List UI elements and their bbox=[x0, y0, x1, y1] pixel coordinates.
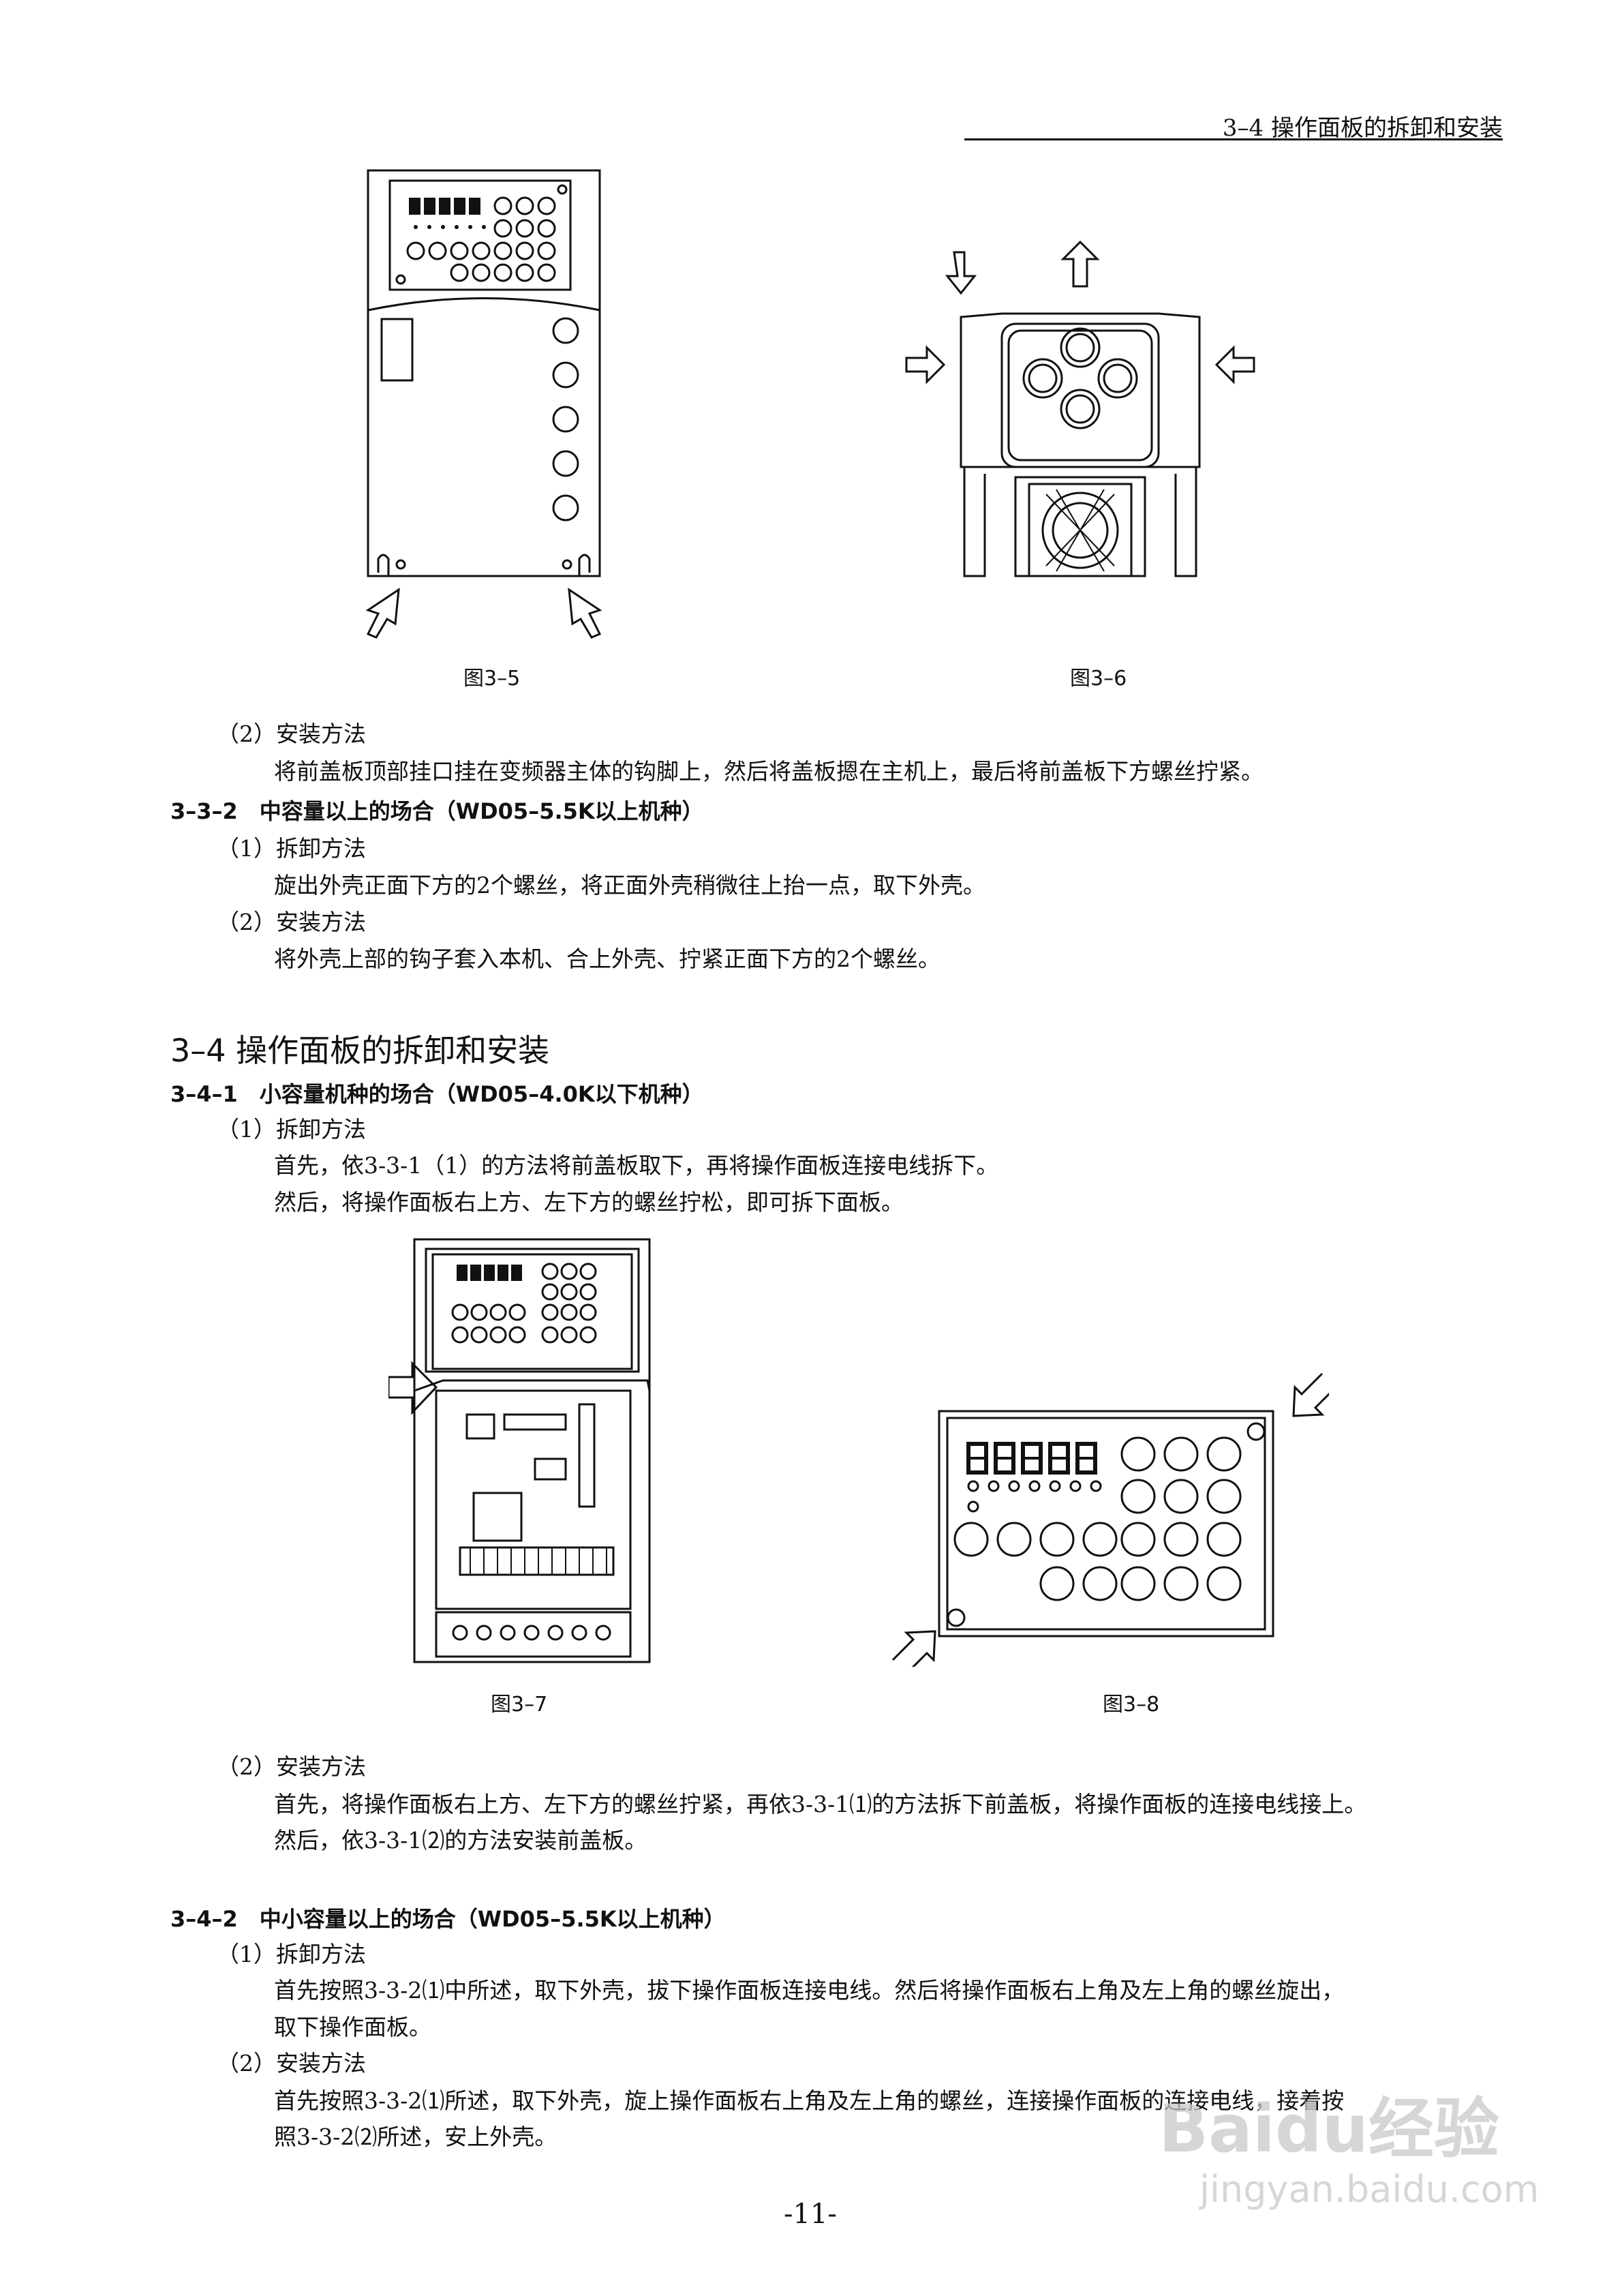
remove-method-line-1: 首先按照3-3-2⑴中所述，取下外壳，拔下操作面板连接电线。然后将操作面板右上角… bbox=[274, 1977, 1345, 2004]
remove-method-title: （1）拆卸方法 bbox=[217, 835, 366, 862]
install-method-text: 将外壳上部的钩子套入本机、合上外壳、拧紧正面下方的2个螺丝。 bbox=[274, 946, 940, 972]
figure-3-8-drawing bbox=[891, 1372, 1329, 1667]
install-method-title: （2）安装方法 bbox=[217, 2050, 366, 2076]
install-method-title: （2）安装方法 bbox=[217, 909, 366, 935]
section-3-4-1-heading: 3–4–1 小容量机种的场合（WD05–4.0K以下机种） bbox=[170, 1081, 704, 1107]
remove-method-line-2: 然后，将操作面板右上方、左下方的螺丝拧松，即可拆下面板。 bbox=[274, 1189, 904, 1215]
figure-3-8-caption: 图3–8 bbox=[1103, 1693, 1160, 1717]
header-rule bbox=[964, 138, 1503, 140]
install-method-title: （2）安装方法 bbox=[217, 721, 366, 747]
running-header: 3–4 操作面板的拆卸和安装 bbox=[1222, 115, 1503, 142]
page-number: -11- bbox=[784, 2199, 837, 2230]
install-method-line-2: 照3-3-2⑵所述，安上外壳。 bbox=[274, 2124, 557, 2150]
remove-method-text: 旋出外壳正面下方的2个螺丝，将正面外壳稍微往上抬一点，取下外壳。 bbox=[274, 872, 985, 898]
baidu-watermark-logo: Baidu经验 bbox=[1159, 2091, 1499, 2167]
remove-method-title: （1）拆卸方法 bbox=[217, 1116, 366, 1143]
figure-3-6-drawing bbox=[905, 240, 1255, 577]
figure-3-6-caption: 图3–6 bbox=[1070, 667, 1127, 691]
install-method-line-1: 首先，将操作面板右上方、左下方的螺丝拧紧，再依3-3-1⑴的方法拆下前盖板，将操… bbox=[274, 1791, 1367, 1817]
remove-method-title: （1）拆卸方法 bbox=[217, 1941, 366, 1967]
section-3-4-heading: 3–4 操作面板的拆卸和安装 bbox=[170, 1032, 550, 1069]
install-method-title: （2）安装方法 bbox=[217, 1753, 366, 1780]
install-method-line-2: 然后，依3-3-1⑵的方法安装前盖板。 bbox=[274, 1827, 647, 1854]
remove-method-line-1: 首先，依3-3-1（1）的方法将前盖板取下，再将操作面板连接电线拆下。 bbox=[274, 1152, 999, 1179]
section-3-4-2-heading: 3–4–2 中小容量以上的场合（WD05–5.5K以上机种） bbox=[170, 1906, 726, 1932]
figure-3-5-caption: 图3–5 bbox=[463, 667, 521, 691]
baidu-watermark-url: jingyan.baidu.com bbox=[1199, 2168, 1540, 2211]
figure-3-7-drawing bbox=[388, 1238, 651, 1663]
figure-3-5-drawing bbox=[365, 169, 602, 639]
remove-method-line-2: 取下操作面板。 bbox=[274, 2014, 431, 2040]
install-method-text: 将前盖板顶部挂口挂在变频器主体的钩脚上，然后将盖板摁在主机上，最后将前盖板下方螺… bbox=[274, 758, 1264, 785]
install-method-line-1: 首先按照3-3-2⑴所述，取下外壳，旋上操作面板右上角及左上角的螺丝，连接操作面… bbox=[274, 2087, 1345, 2114]
section-3-3-2-heading: 3–3–2 中容量以上的场合（WD05–5.5K以上机种） bbox=[170, 798, 704, 824]
figure-3-7-caption: 图3–7 bbox=[491, 1693, 548, 1717]
